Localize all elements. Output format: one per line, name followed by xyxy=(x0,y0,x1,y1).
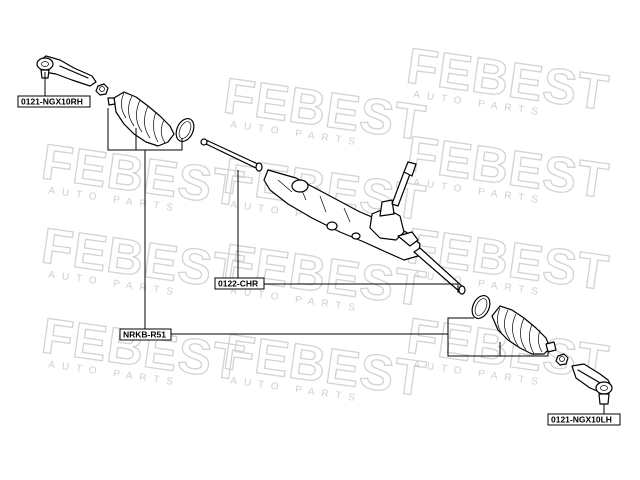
leader-lines xyxy=(44,72,605,414)
part-number-text: NRKB-R51 xyxy=(123,330,166,340)
tie-rod-end-right-drawing xyxy=(36,55,109,96)
part-label-0121-ngx10lh[interactable]: 0121-NGX10LH xyxy=(547,413,621,426)
tie-rod-end-left-drawing xyxy=(555,353,613,405)
inner-tie-rod-drawing xyxy=(200,138,263,172)
part-number-text: 0122-CHR xyxy=(218,279,258,289)
boot-right-drawing xyxy=(107,91,195,147)
part-number-text: 0121-NGX10LH xyxy=(551,415,612,425)
part-label-0121-ngx10rh[interactable]: 0121-NGX10RH xyxy=(17,95,91,108)
part-label-nrkb-r51[interactable]: NRKB-R51 xyxy=(119,328,172,341)
boot-left-drawing xyxy=(471,295,557,355)
steering-rack-drawing xyxy=(263,161,466,295)
part-label-0122-chr[interactable]: 0122-CHR xyxy=(214,277,265,290)
part-number-text: 0121-NGX10RH xyxy=(21,97,83,107)
